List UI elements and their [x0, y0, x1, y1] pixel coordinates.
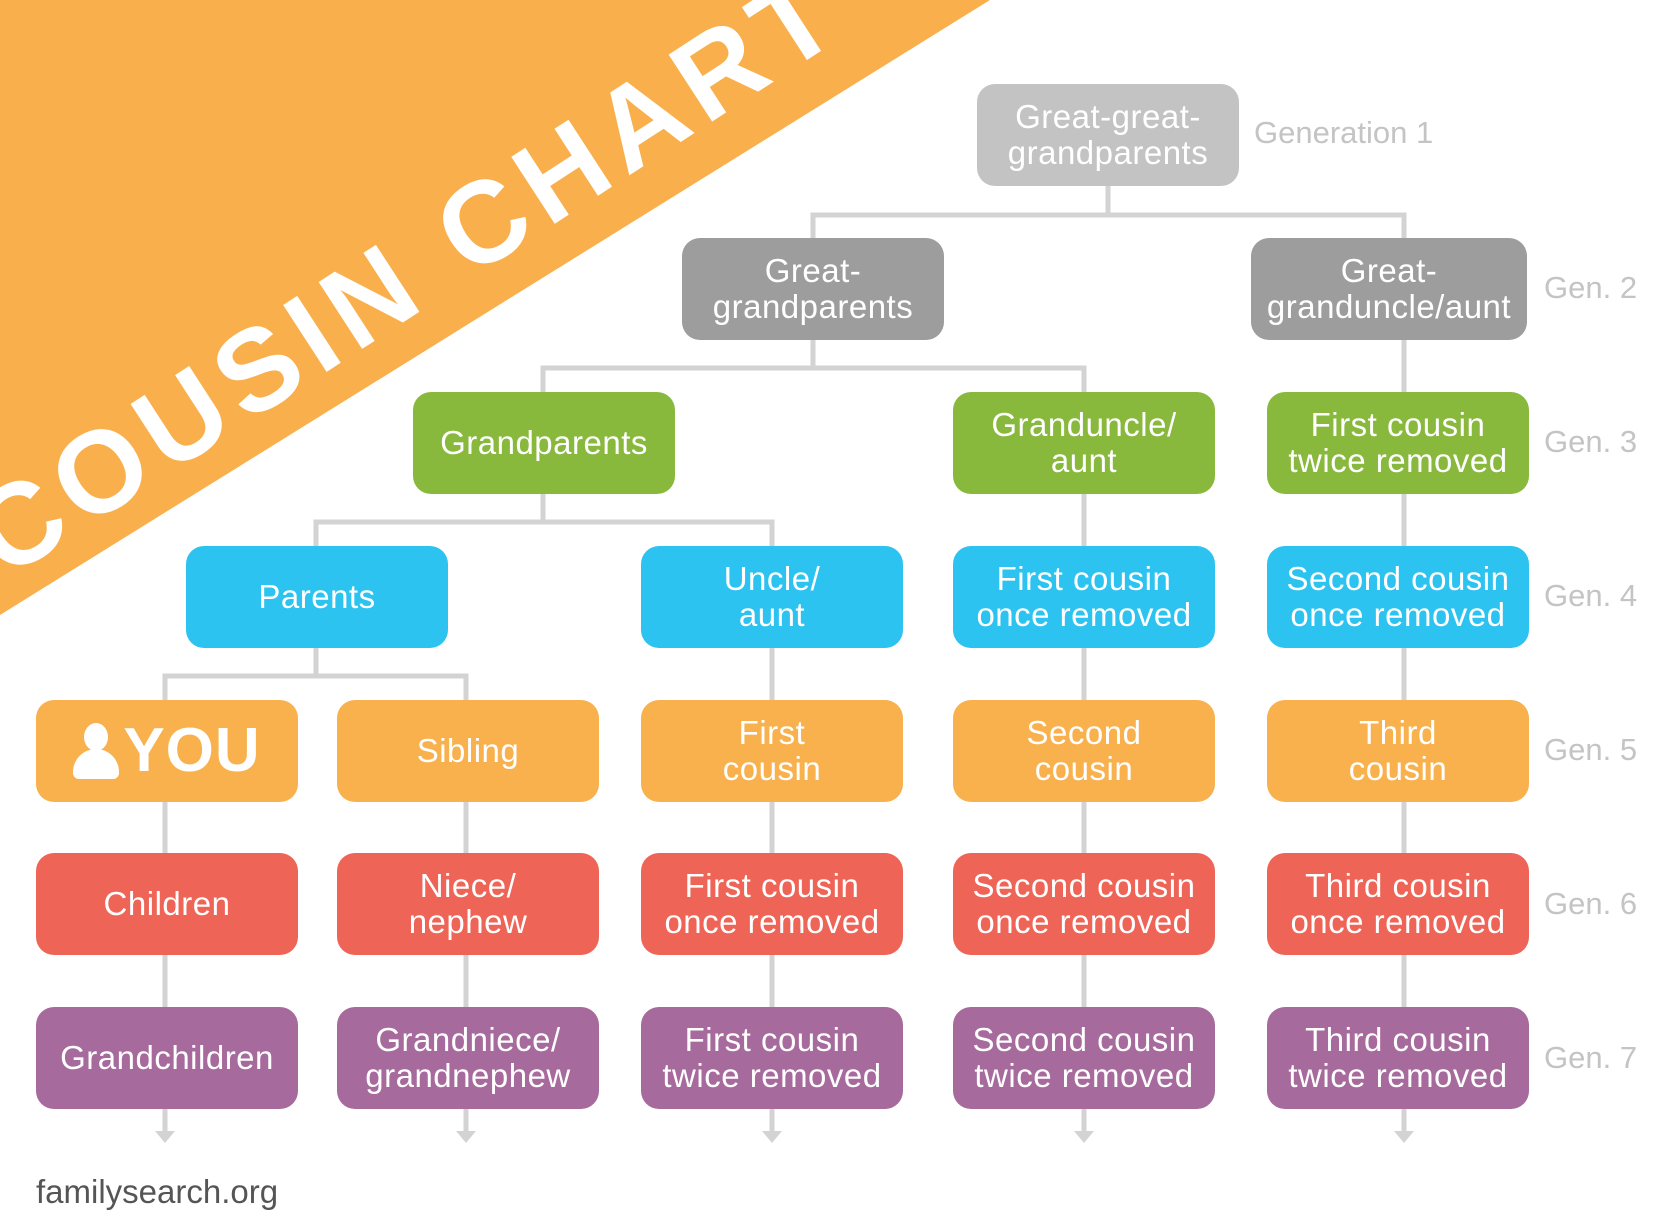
generation-label-5: Gen. 5 — [1544, 732, 1638, 767]
generation-label-3: Gen. 3 — [1544, 424, 1638, 459]
connector-gen2-gen3-left — [540, 337, 1087, 395]
node-granduncle-aunt: Granduncle/aunt — [953, 392, 1215, 494]
banner-shape — [0, 0, 990, 615]
arrow-down-icon — [1074, 1131, 1094, 1143]
generation-label-6: Gen. 6 — [1544, 886, 1638, 921]
footer-source: familysearch.org — [36, 1173, 279, 1210]
connector-gen4-gen5-left — [162, 645, 469, 703]
node-grandchildren: Grandchildren — [36, 1007, 298, 1109]
connector-gen1-gen2 — [810, 183, 1407, 243]
generation-label-4: Gen. 4 — [1544, 578, 1638, 613]
arrow-down-icon — [155, 1131, 175, 1143]
node-children: Children — [36, 853, 298, 955]
connector-gen5-gen6 — [162, 799, 1407, 856]
node-niece-nephew: Niece/nephew — [337, 853, 599, 955]
connector-gen3-gen4-left — [313, 491, 775, 549]
generation-label-7: Gen. 7 — [1544, 1040, 1638, 1075]
node-parents: Parents — [186, 546, 448, 648]
connector-continuation — [162, 1106, 1407, 1135]
node-great-great-grandparents: Great-great-grandparents — [977, 84, 1239, 186]
node-great-grandparents: Great-grandparents — [682, 238, 944, 340]
arrow-down-icon — [1394, 1131, 1414, 1143]
arrow-down-icon — [762, 1131, 782, 1143]
person-icon — [73, 723, 120, 779]
node-grandparents: Grandparents — [413, 392, 675, 494]
node-sibling: Sibling — [337, 700, 599, 802]
node-great-granduncle-aunt: Great-granduncle/aunt — [1251, 238, 1527, 340]
generation-label-1: Generation 1 — [1254, 115, 1434, 150]
node-you: YOU — [36, 700, 298, 802]
node-uncle-aunt: Uncle/aunt — [641, 546, 903, 648]
generation-label-2: Gen. 2 — [1544, 270, 1638, 305]
arrow-down-icon — [456, 1131, 476, 1143]
connector-gen6-gen7 — [162, 952, 1407, 1010]
node-grandniece-grandnephew: Grandniece/grandnephew — [337, 1007, 599, 1109]
